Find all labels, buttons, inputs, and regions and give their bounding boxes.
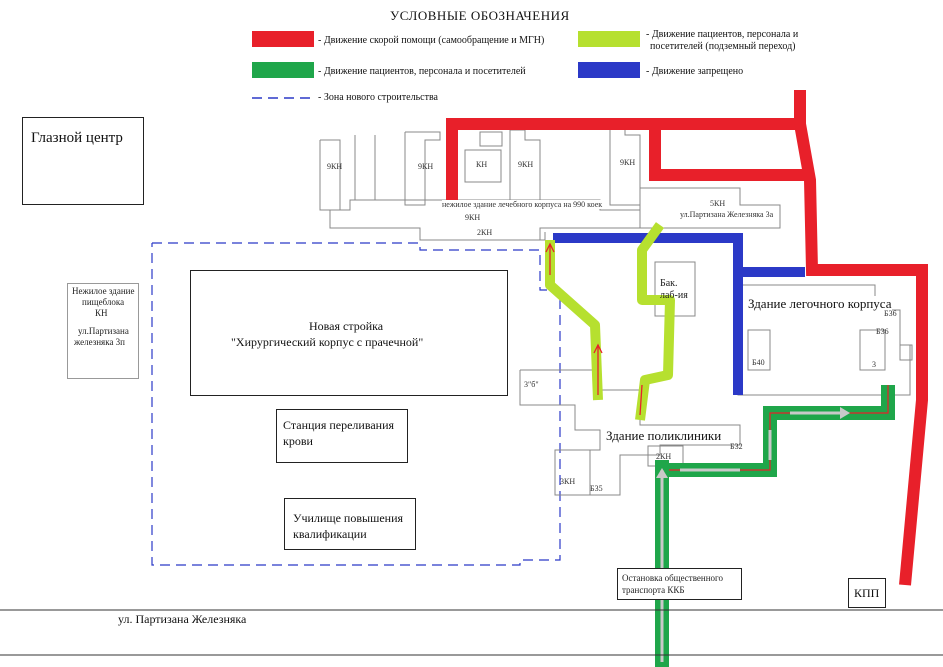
- kn-small-label: КН: [476, 160, 488, 169]
- address-3a-label: ул.Партизана Железняка 3а: [680, 210, 774, 219]
- legend-patients-label: - Движение пациентов, персонала и посети…: [318, 66, 526, 77]
- kn3-label: 3КН: [560, 477, 576, 486]
- legend-ambulance-label: - Движение скорой помощи (самообращение …: [318, 35, 545, 46]
- kn2-top-label: 2КН: [477, 228, 493, 237]
- b36-label-b: Б36: [876, 327, 889, 336]
- legend-underground-label-1: - Движение пациентов, персонала и: [646, 29, 799, 40]
- canteen-label-4: ул.Партизана: [78, 326, 129, 336]
- b40-label: Б40: [752, 358, 765, 367]
- bus-stop-label-1: Остановка общественного: [622, 573, 724, 583]
- legend-title: УСЛОВНЫЕ ОБОЗНАЧЕНИЯ: [390, 8, 570, 23]
- legend-forbidden-label: - Движение запрещено: [646, 66, 744, 77]
- checkpoint: КПП: [848, 578, 886, 608]
- kn9-label-b: 9КН: [418, 162, 434, 171]
- canteen-building: Нежилое здание пищеблока КН ул.Партизана…: [67, 283, 139, 379]
- checkpoint-label: КПП: [854, 586, 880, 600]
- building-990-label: нежилое здание лечебного корпуса на 990 …: [442, 200, 603, 209]
- blood-station-building: Станция переливания крови: [276, 409, 408, 463]
- b32-label: Б32: [730, 442, 743, 451]
- legend-swatch-forbidden: [578, 62, 640, 78]
- polyclinic-label: Здание поликлиники: [606, 428, 722, 444]
- bus-stop: Остановка общественного транспорта ККБ: [617, 568, 742, 600]
- kn2-polyclinic-label: 2КН: [656, 452, 672, 461]
- canteen-label-5: железняка 3п: [74, 337, 125, 347]
- underground-route-arrows: [545, 242, 643, 416]
- canteen-label-1: Нежилое здание: [72, 286, 135, 296]
- legend-swatch-patients: [252, 62, 314, 78]
- eye-center-label: Глазной центр: [31, 130, 123, 146]
- kn9-label-c: 9КН: [518, 160, 534, 169]
- b35-label: Б35: [590, 484, 603, 493]
- canteen-label-2: пищеблока: [82, 297, 125, 307]
- b3b-label: 3"б": [524, 380, 539, 389]
- new-construction-label-2: "Хирургический корпус с прачечной": [231, 335, 424, 349]
- street-name: ул. Партизана Железняка: [118, 612, 247, 626]
- lung-building-label: Здание легочного корпуса: [748, 296, 892, 312]
- new-construction-building: Новая стройка "Хирургический корпус с пр…: [190, 270, 508, 396]
- num3-label: 3: [872, 360, 876, 369]
- eye-center-building: Глазной центр: [22, 117, 144, 205]
- bus-stop-label-2: транспорта ККБ: [622, 585, 685, 595]
- new-construction-label-1: Новая стройка: [309, 319, 384, 333]
- kn9-label-e: 9КН: [465, 213, 481, 222]
- blood-station-label-2: крови: [283, 434, 313, 448]
- legend-new-zone-label: - Зона нового строительства: [318, 92, 438, 103]
- lab-label-2: лаб-ия: [660, 290, 688, 301]
- underground-routes: [545, 222, 675, 421]
- legend-swatch-underground: [578, 31, 640, 47]
- kn5-label: 5КН: [710, 199, 726, 208]
- kn9-label-a: 9КН: [327, 162, 343, 171]
- blood-station-label-1: Станция переливания: [283, 418, 395, 432]
- patient-routes: [655, 407, 850, 667]
- school-label-1: Училище повышения: [293, 511, 404, 525]
- canteen-label-3: КН: [95, 308, 108, 318]
- legend-swatch-ambulance: [252, 31, 314, 47]
- lab-label-1: Бак.: [660, 278, 678, 289]
- school-label-2: квалификации: [293, 527, 367, 541]
- legend-underground-label-2: посетителей (подземный переход): [650, 41, 796, 52]
- b36-label-a: Б36: [884, 309, 897, 318]
- school-building: Училище повышения квалификации: [284, 498, 416, 550]
- kn9-label-d: 9КН: [620, 158, 636, 167]
- ambulance-routes: [446, 90, 928, 586]
